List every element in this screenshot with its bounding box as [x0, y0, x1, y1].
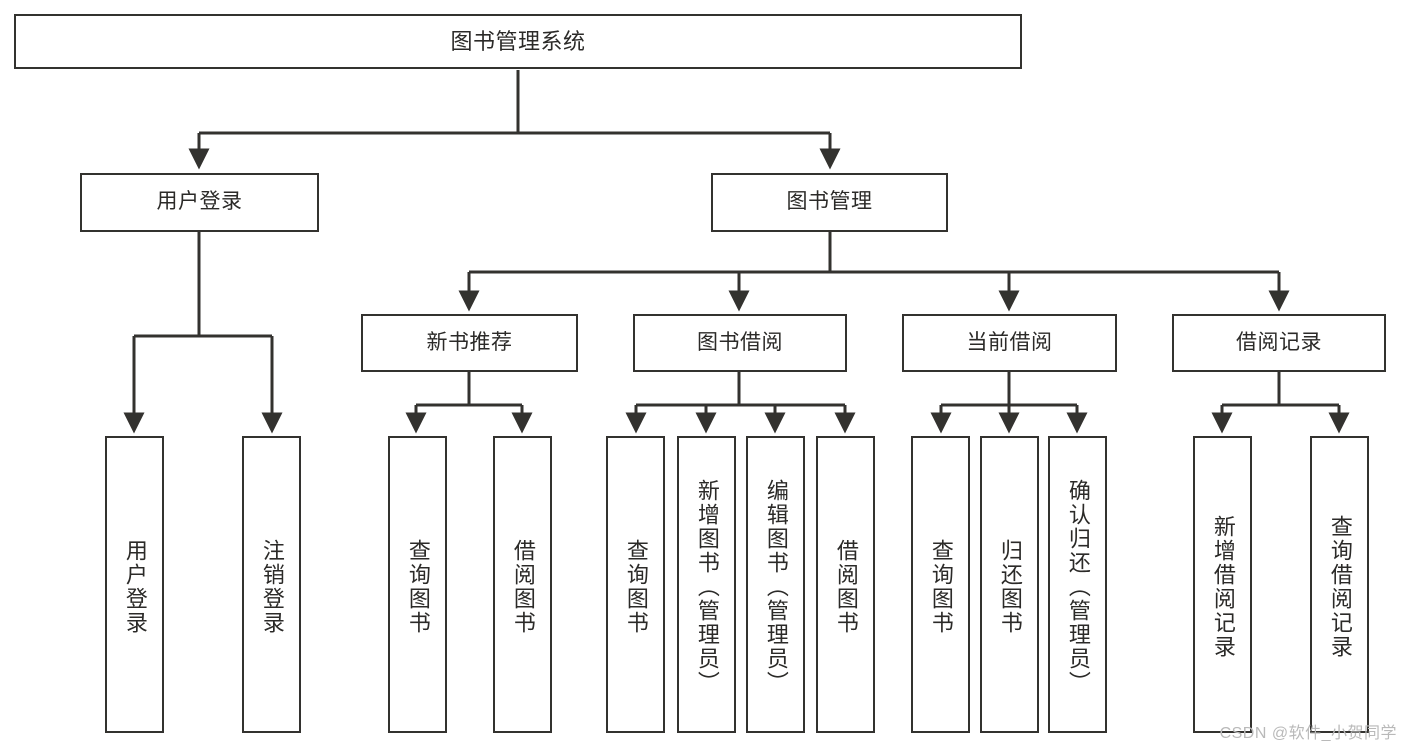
node-leaf-logout-label: 注销登录: [259, 538, 285, 635]
node-leaf-borrow-query-book-label: 查询图书: [623, 538, 649, 635]
node-leaf-user-login-label: 用户登录: [122, 538, 148, 635]
node-user-login-label: 用户登录: [156, 190, 243, 214]
node-book-borrowing-label: 图书借阅: [697, 330, 783, 354]
node-leaf-newbook-borrow-book-label: 借阅图书: [510, 538, 536, 635]
node-leaf-record-add-record[interactable]: 新增借阅记录: [1193, 436, 1252, 733]
node-leaf-current-query-book-label: 查询图书: [928, 538, 954, 635]
node-leaf-logout[interactable]: 注销登录: [242, 436, 301, 733]
node-current-borrowing[interactable]: 当前借阅: [902, 314, 1117, 372]
node-borrow-record-label: 借阅记录: [1236, 330, 1322, 354]
watermark-text: CSDN @软件_小贺同学: [1219, 725, 1397, 742]
node-leaf-current-confirm-return-label: 确认归还（管理员）: [1065, 478, 1091, 695]
node-root[interactable]: 图书管理系统: [14, 14, 1022, 69]
node-leaf-borrow-add-book[interactable]: 新增图书（管理员）: [677, 436, 736, 733]
node-leaf-borrow-edit-book-label: 编辑图书（管理员）: [763, 478, 789, 695]
node-leaf-record-query-record-label: 查询借阅记录: [1327, 514, 1353, 659]
node-book-management[interactable]: 图书管理: [711, 173, 948, 232]
node-leaf-borrow-borrow-book-label: 借阅图书: [833, 538, 859, 635]
node-leaf-current-confirm-return[interactable]: 确认归还（管理员）: [1048, 436, 1107, 733]
node-leaf-borrow-borrow-book[interactable]: 借阅图书: [816, 436, 875, 733]
node-leaf-borrow-edit-book[interactable]: 编辑图书（管理员）: [746, 436, 805, 733]
node-leaf-user-login[interactable]: 用户登录: [105, 436, 164, 733]
node-leaf-current-return-book-label: 归还图书: [997, 538, 1023, 635]
node-new-book-recommendation-label: 新书推荐: [426, 330, 513, 354]
node-root-label: 图书管理系统: [450, 28, 586, 54]
node-leaf-current-query-book[interactable]: 查询图书: [911, 436, 970, 733]
node-borrow-record[interactable]: 借阅记录: [1172, 314, 1386, 372]
node-new-book-recommendation[interactable]: 新书推荐: [361, 314, 578, 372]
node-leaf-record-add-record-label: 新增借阅记录: [1210, 514, 1236, 659]
node-leaf-record-query-record[interactable]: 查询借阅记录: [1310, 436, 1369, 733]
node-book-borrowing[interactable]: 图书借阅: [633, 314, 847, 372]
node-current-borrowing-label: 当前借阅: [966, 330, 1053, 354]
node-user-login[interactable]: 用户登录: [80, 173, 319, 232]
node-leaf-newbook-query-book-label: 查询图书: [405, 538, 431, 635]
node-book-management-label: 图书管理: [786, 190, 873, 214]
node-leaf-borrow-add-book-label: 新增图书（管理员）: [694, 478, 720, 695]
node-leaf-newbook-query-book[interactable]: 查询图书: [388, 436, 447, 733]
node-leaf-current-return-book[interactable]: 归还图书: [980, 436, 1039, 733]
node-leaf-newbook-borrow-book[interactable]: 借阅图书: [493, 436, 552, 733]
node-leaf-borrow-query-book[interactable]: 查询图书: [606, 436, 665, 733]
